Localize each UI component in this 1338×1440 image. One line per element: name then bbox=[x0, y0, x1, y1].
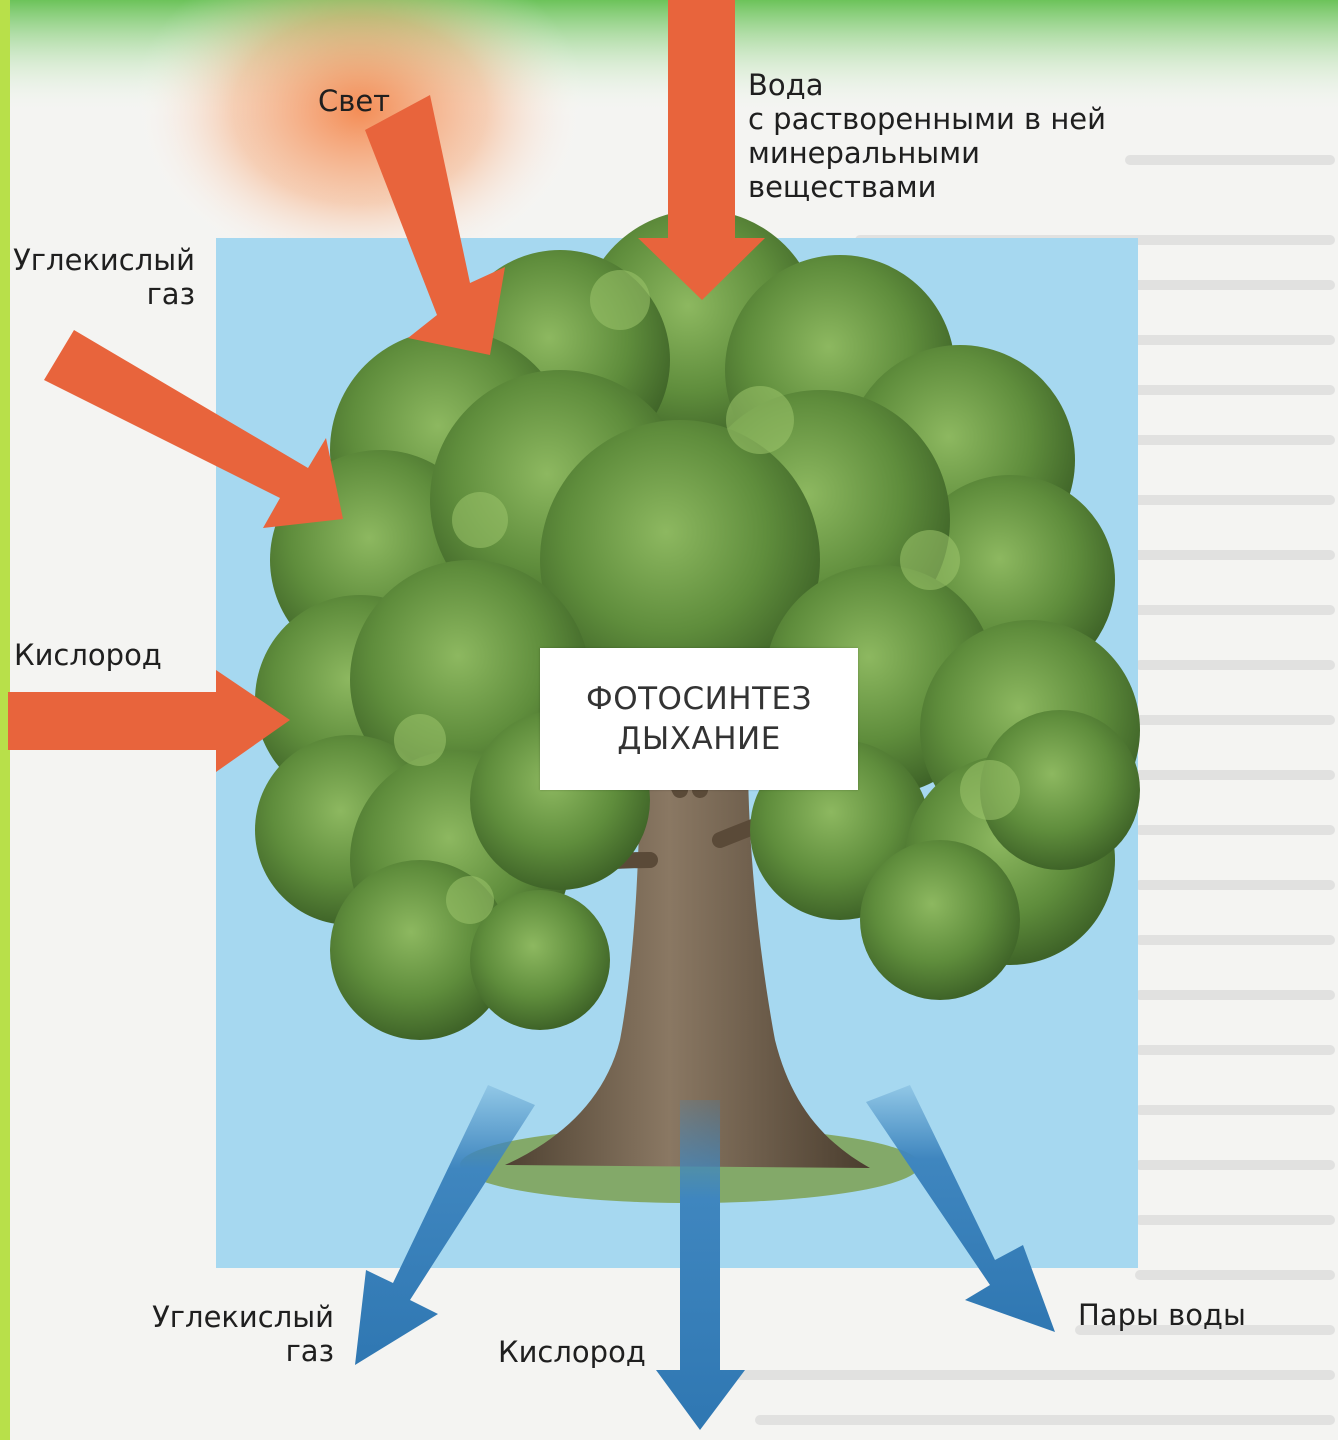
outflow-arrows bbox=[355, 1085, 1055, 1430]
co2-out-arrow bbox=[355, 1085, 535, 1365]
foliage-highlights bbox=[394, 270, 1020, 924]
water-arrow bbox=[638, 0, 765, 300]
process-respiration: ДЫХАНИЕ bbox=[617, 721, 781, 757]
process-photosynthesis: ФОТОСИНТЕЗ bbox=[586, 681, 812, 717]
label-co2-in: Углекислый газ bbox=[13, 243, 195, 311]
inflow-arrows bbox=[8, 0, 765, 772]
sun-glow bbox=[130, 0, 590, 280]
label-water: Вода с растворенными в ней минеральными … bbox=[748, 68, 1106, 204]
process-box: ФОТОСИНТЕЗ ДЫХАНИЕ bbox=[540, 648, 858, 790]
left-border-strip bbox=[0, 0, 10, 1440]
label-light: Свет bbox=[318, 84, 391, 118]
label-o2-out: Кислород bbox=[498, 1335, 646, 1369]
label-o2-in: Кислород bbox=[14, 638, 162, 672]
co2-in-arrow bbox=[44, 330, 343, 528]
o2-out-arrow bbox=[656, 1100, 745, 1430]
background-text-lines bbox=[735, 155, 1335, 1425]
o2-in-arrow bbox=[8, 670, 290, 772]
label-vapor-out: Пары воды bbox=[1078, 1298, 1246, 1332]
label-co2-out: Углекислый газ bbox=[152, 1300, 334, 1368]
light-arrow bbox=[365, 95, 505, 355]
tree-trunk bbox=[505, 760, 870, 1168]
vapor-out-arrow bbox=[866, 1085, 1055, 1332]
